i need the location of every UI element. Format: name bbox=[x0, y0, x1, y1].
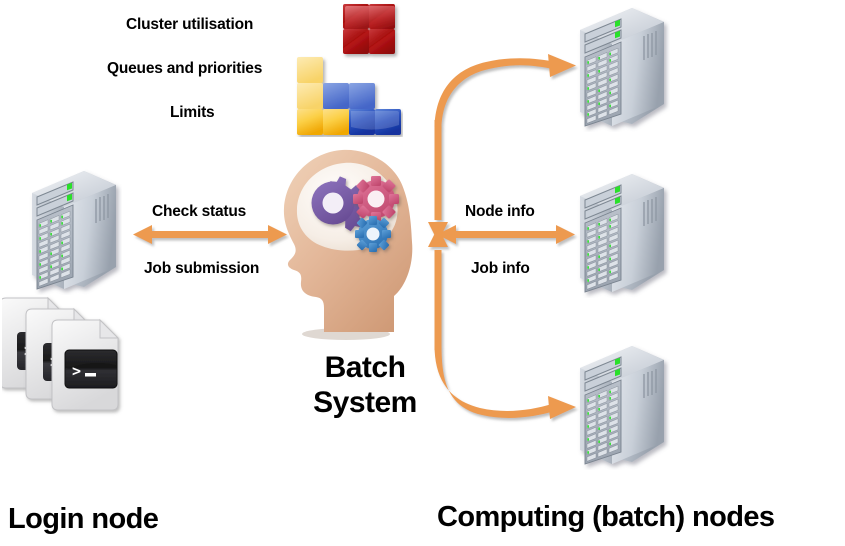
batch-system-caption: Batch System bbox=[275, 350, 455, 421]
terminal-prompt-glyph: > bbox=[72, 362, 81, 380]
section-title-login-node: Login node bbox=[8, 503, 159, 535]
head-with-gears-icon bbox=[276, 146, 434, 346]
label-job-submission: Job submission bbox=[144, 260, 260, 277]
label-job-info: Job info bbox=[471, 260, 530, 277]
section-title-computing-nodes: Computing (batch) nodes bbox=[437, 501, 775, 533]
gear-large-purple bbox=[311, 176, 367, 232]
bullet-queues-and-priorities: Queues and priorities bbox=[107, 60, 263, 77]
compute-node-2-server-icon bbox=[574, 168, 670, 298]
terminal-script-files-icon: > > > bbox=[0, 284, 134, 424]
terminal-file-front: > bbox=[51, 318, 120, 411]
arrow-login-batch-bidirectional bbox=[133, 225, 287, 244]
login-node-server-icon bbox=[26, 165, 122, 295]
label-check-status: Check status bbox=[152, 203, 247, 220]
compute-node-1-server-icon bbox=[574, 2, 670, 132]
arrow-branch-to-node-1 bbox=[434, 54, 576, 130]
tetris-blocks-icon bbox=[293, 2, 403, 137]
bullet-limits: Limits bbox=[170, 104, 215, 121]
gear-small-blue bbox=[355, 216, 391, 252]
compute-node-3-server-icon bbox=[574, 340, 670, 470]
gear-medium-pink bbox=[353, 176, 399, 222]
arrow-batch-node-bidirectional bbox=[437, 225, 575, 244]
batch-system-line-1: Batch bbox=[324, 351, 406, 384]
arrow-branch-to-node-3 bbox=[434, 345, 576, 419]
batch-system-line-2: System bbox=[313, 386, 417, 420]
label-node-info: Node info bbox=[465, 203, 535, 220]
bullet-cluster-utilisation: Cluster utilisation bbox=[126, 16, 254, 33]
